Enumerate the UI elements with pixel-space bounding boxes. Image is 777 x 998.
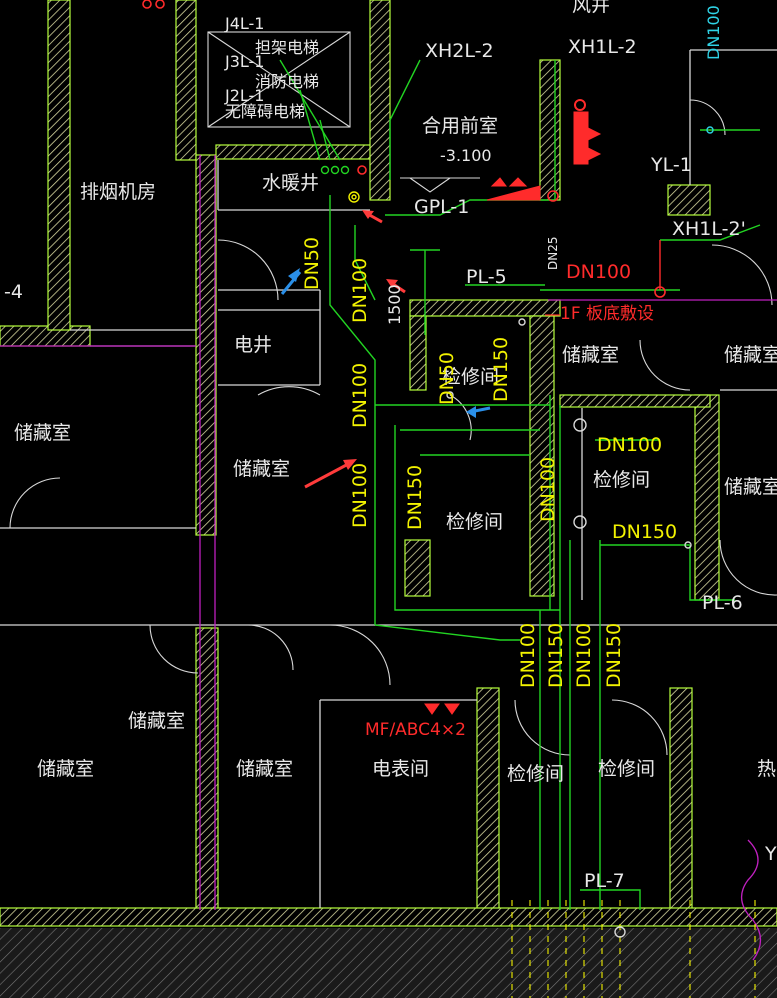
dn-label: DN150 xyxy=(612,521,678,543)
elevator-label: J2L-1 xyxy=(225,86,265,105)
walls xyxy=(0,0,777,927)
green-pipes xyxy=(279,59,761,910)
elevator-shaft xyxy=(207,31,351,128)
pipe-id-xh1l2-right: XH1L-2' xyxy=(672,218,746,240)
extinguisher-note: MF/ABC4×2 xyxy=(365,720,466,740)
dn-label: DN150 xyxy=(603,622,625,688)
pipe-id-yl1: YL-1 xyxy=(651,154,692,176)
partial-label: -4 xyxy=(4,281,23,303)
dimension-label: 1500 xyxy=(385,284,404,325)
dn-label: DN100 xyxy=(573,622,595,688)
dn-label: DN50 xyxy=(301,236,323,290)
room-storage: 储藏室 xyxy=(562,344,620,366)
pipe-id-gpl1: GPL-1 xyxy=(414,196,470,218)
room-maintenance: 检修间 xyxy=(446,511,504,533)
room-storage: 储藏室 xyxy=(14,422,72,444)
magenta-lines xyxy=(0,155,777,961)
room-maintenance: 检修间 xyxy=(598,758,656,780)
dn-label: DN100 xyxy=(517,622,539,688)
pipe-id-pl6: PL-6 xyxy=(702,592,743,614)
room-maintenance: 检修间 xyxy=(442,366,500,388)
annotation-arrows xyxy=(280,210,491,489)
room-storage: 储藏室 xyxy=(128,710,186,732)
dn-label: DN150 xyxy=(404,464,426,530)
floor-note: 1F 板底敷设 xyxy=(560,304,654,324)
room-meter: 电表间 xyxy=(372,758,430,780)
room-electric-shaft: 电井 xyxy=(234,334,273,356)
equipment-circles xyxy=(320,126,714,938)
room-maintenance: 检修间 xyxy=(507,763,565,785)
elevation-value: -3.100 xyxy=(440,146,492,165)
elevator-label: J3L-1 xyxy=(225,52,265,71)
elevation-marker xyxy=(400,177,480,193)
dn-label: DN150 xyxy=(545,622,567,688)
dn-label: DN50 xyxy=(436,351,458,405)
dn-label: DN150 xyxy=(490,336,512,402)
room-maintenance: 检修间 xyxy=(593,469,651,491)
dn-label: DN100 xyxy=(349,362,371,428)
room-storage: 储藏室 xyxy=(236,758,294,780)
yellow-dashed xyxy=(511,900,756,998)
partial-wind-shaft: 风井 xyxy=(572,0,611,16)
dn-label-cyan: DN100 xyxy=(704,5,723,60)
elevator-label: 担架电梯 xyxy=(255,38,320,57)
dn-label: DN100 xyxy=(597,434,663,456)
room-storage: 储藏室 xyxy=(37,758,95,780)
pipe-id-xh1l2: XH1L-2 xyxy=(568,36,637,58)
room-water-heating-shaft: 水暖井 xyxy=(262,172,320,194)
pipe-id-xh2l2: XH2L-2 xyxy=(425,40,494,62)
elevator-label: 无障碍电梯 xyxy=(225,102,306,121)
pipe-id-y-partial: Y xyxy=(765,843,777,865)
elevator-label: 消防电梯 xyxy=(255,72,320,91)
room-storage: 储藏室 xyxy=(724,476,777,498)
ground-hatch xyxy=(0,928,777,998)
pipe-id-pl7: PL-7 xyxy=(584,870,625,892)
room-smoke-machine: 排烟机房 xyxy=(80,181,157,203)
dn-label: DN100 xyxy=(349,257,371,323)
dn-label: DN100 xyxy=(349,462,371,528)
dn-label-small: DN25 xyxy=(546,236,560,271)
red-symbols xyxy=(142,0,666,715)
room-storage: 储藏室 xyxy=(233,458,291,480)
dn-label: DN100 xyxy=(537,456,559,522)
room-lines xyxy=(0,49,777,908)
elevator-label: J4L-1 xyxy=(225,14,265,33)
pipe-id-pl5: PL-5 xyxy=(466,266,507,288)
dn-label-red: DN100 xyxy=(566,261,632,283)
room-front-room: 合用前室 xyxy=(422,115,499,137)
room-storage: 储藏室 xyxy=(724,344,777,366)
room-heat-partial: 热 xyxy=(757,758,777,780)
